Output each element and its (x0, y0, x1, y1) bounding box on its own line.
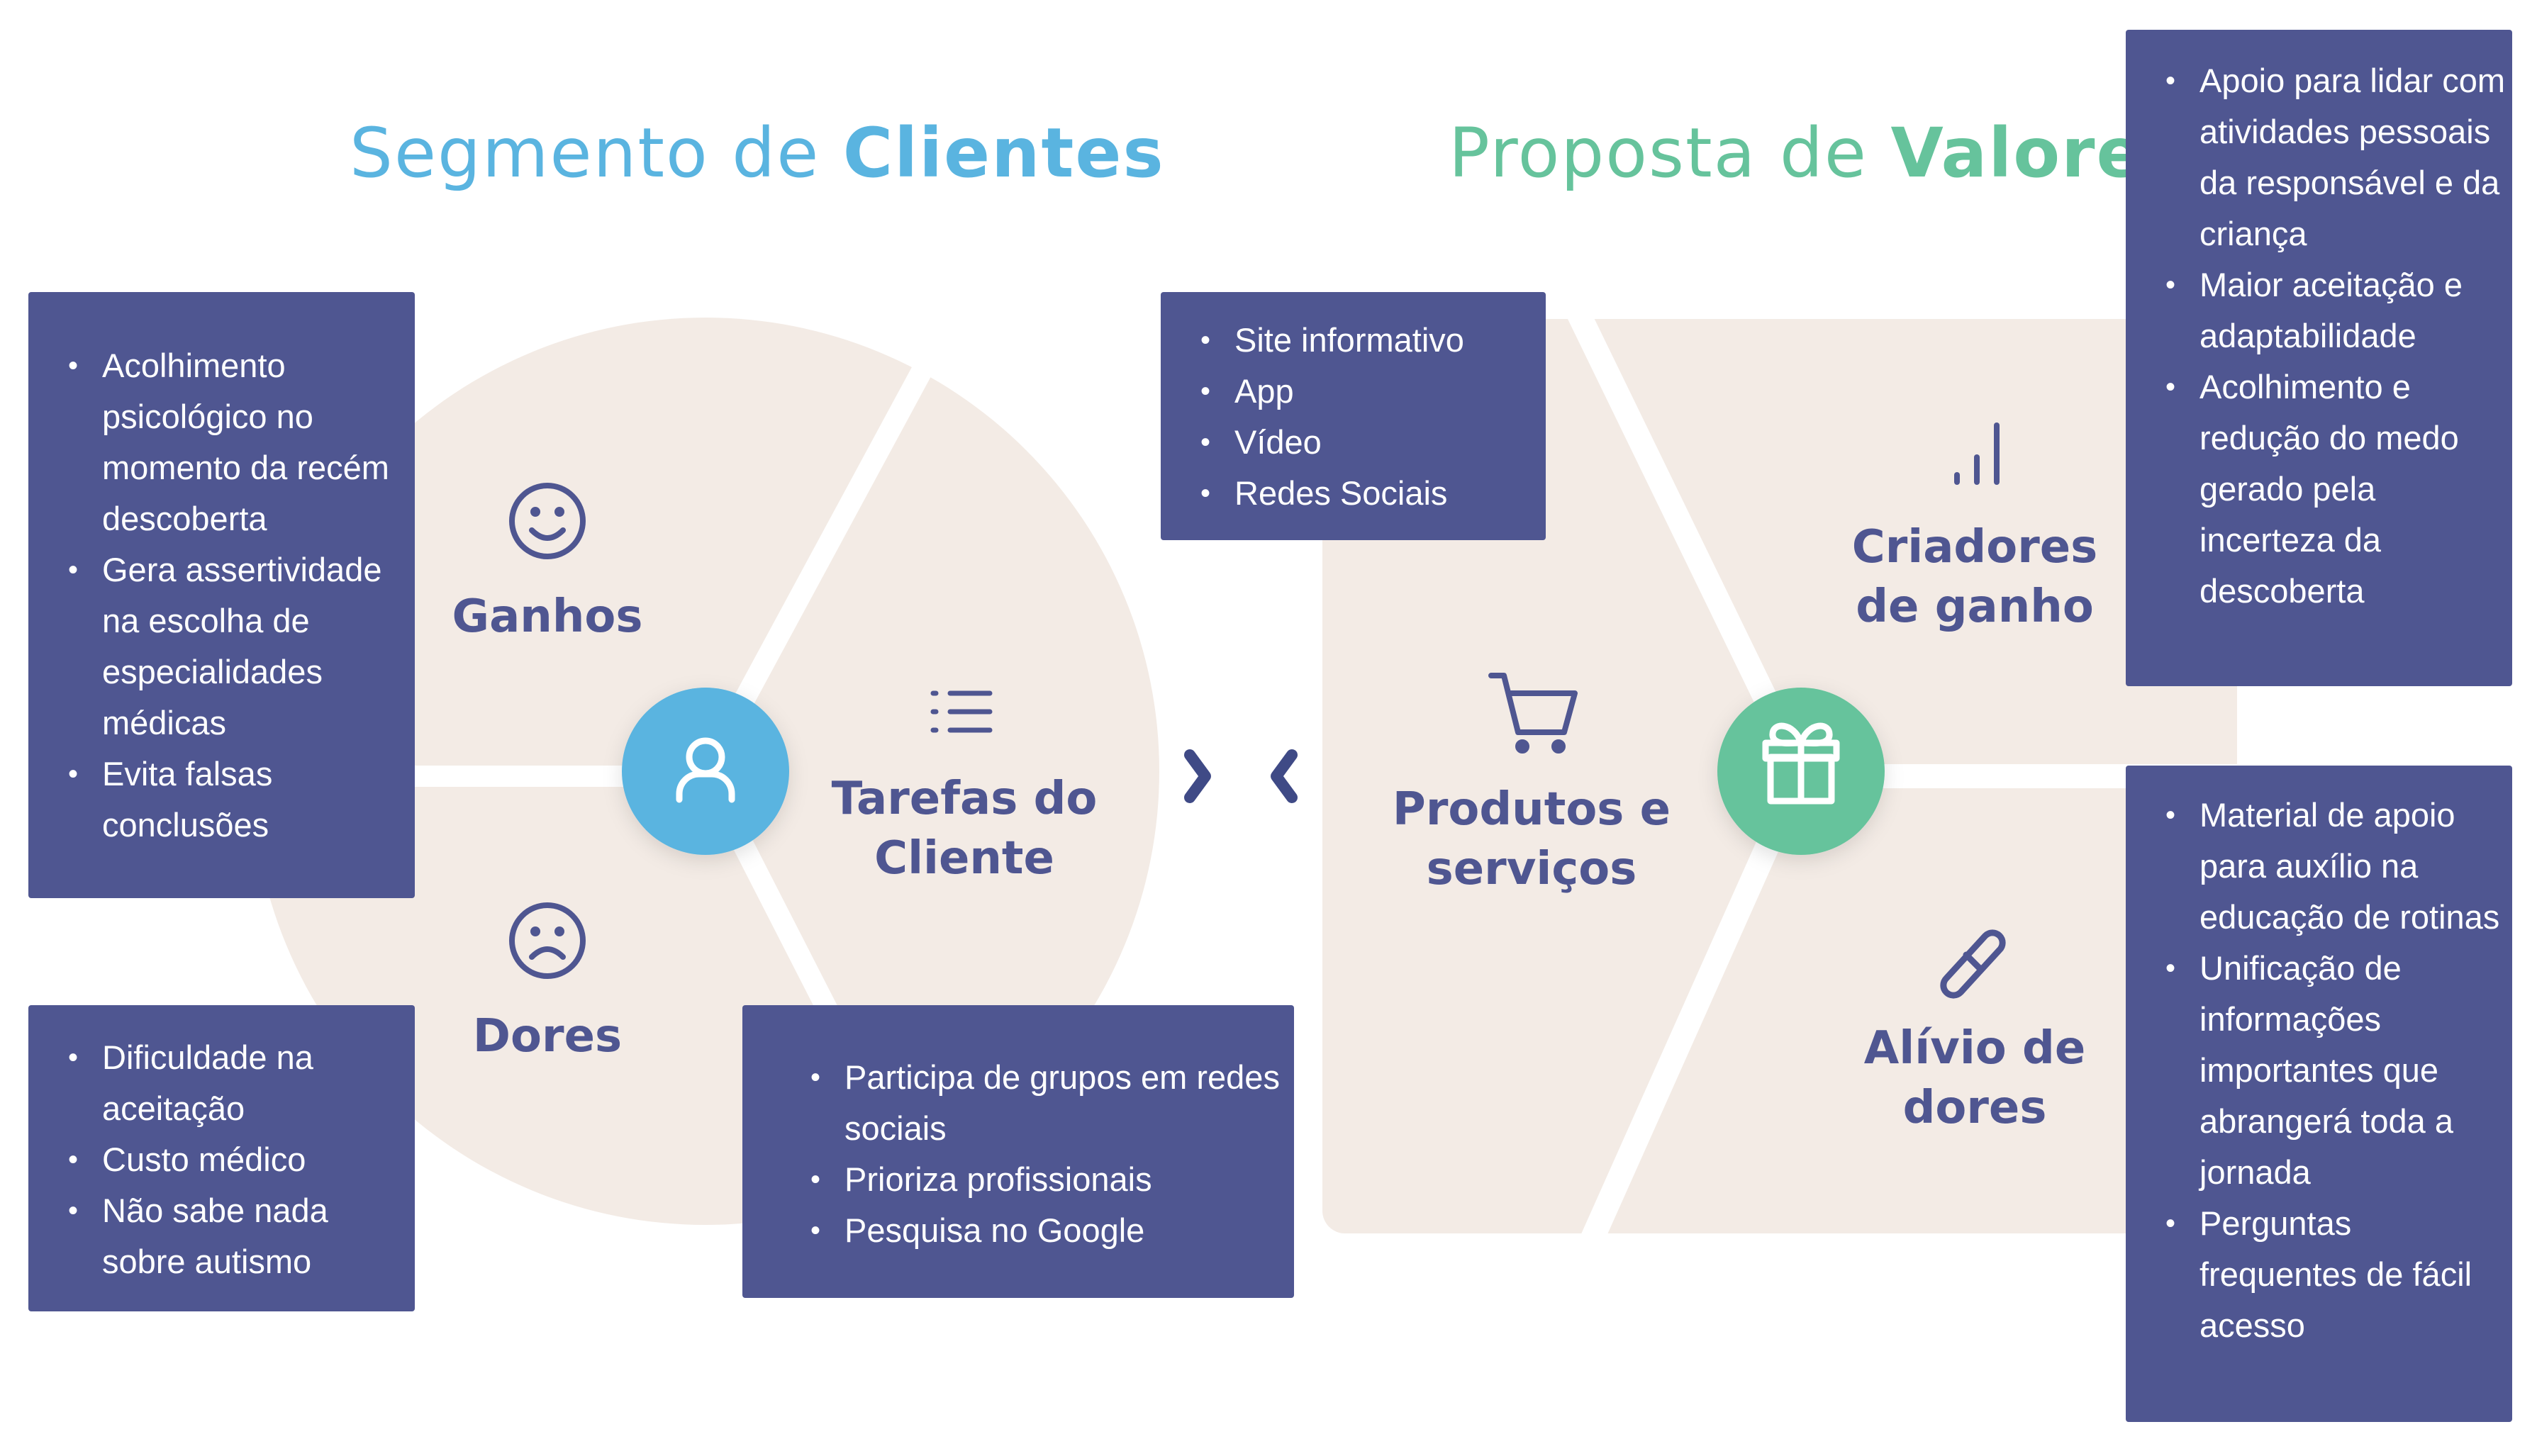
box-pains: Dificuldade na aceitação Custo médico Nã… (28, 1005, 415, 1311)
pains-list: Dificuldade na aceitação Custo médico Nã… (28, 1032, 394, 1287)
box-products: Site informativo App Vídeo Redes Sociais (1161, 292, 1546, 540)
list-item: Perguntas frequentes de fácil acesso (2126, 1198, 2512, 1351)
products-line1: Produtos e (1392, 783, 1671, 836)
list-item: Dificuldade na aceitação (28, 1032, 394, 1134)
label-gain-creators: Criadores de ganho (1844, 517, 2106, 637)
list-item: Prioriza profissionais (771, 1154, 1294, 1205)
title-right-light: Proposta de (1449, 113, 1891, 193)
box-jobs: Participa de grupos em redes sociais Pri… (742, 1005, 1294, 1298)
title-value-proposition: Proposta de Valores (1449, 119, 2186, 187)
list-item: Vídeo (1161, 417, 1546, 468)
smile-icon (509, 483, 586, 559)
label-pain-relievers: Alívio de dores (1844, 1019, 2106, 1138)
products-line2: serviços (1426, 843, 1637, 895)
box-pain-relievers: Material de apoio para auxílio na educaç… (2126, 766, 2512, 1422)
list-item: Maior aceitação e adaptabilidade (2126, 259, 2512, 362)
list-item: Site informativo (1161, 315, 1546, 366)
title-left-light: Segmento de (350, 113, 843, 193)
list-item: Não sabe nada sobre autismo (28, 1185, 394, 1287)
cart-icon (1488, 673, 1578, 754)
list-item: Pesquisa no Google (771, 1205, 1294, 1256)
list-icon (930, 690, 993, 733)
list-item: App (1161, 366, 1546, 417)
jobs-line1: Tarefas do (831, 773, 1098, 825)
gains-text: Ganhos (452, 590, 643, 643)
list-item: Unificação de informações importantes qu… (2126, 943, 2512, 1198)
pains-text: Dores (472, 1010, 623, 1063)
gains-list: Acolhimento psicológico no momento da re… (28, 340, 415, 851)
bar-chart-icon (1954, 422, 2000, 485)
list-item: Acolhimento psicológico no momento da re… (28, 340, 415, 544)
label-gains: Ganhos (441, 587, 654, 646)
user-icon (676, 737, 735, 803)
pain-relievers-line2: dores (1902, 1082, 2047, 1134)
list-item: Acolhimento e redução do medo gerado pel… (2126, 362, 2512, 617)
box-gains: Acolhimento psicológico no momento da re… (28, 292, 415, 898)
products-list: Site informativo App Vídeo Redes Sociais (1161, 315, 1546, 519)
pill-icon (1940, 929, 2006, 999)
pain-relievers-list: Material de apoio para auxílio na educaç… (2126, 790, 2512, 1351)
list-item: Custo médico (28, 1134, 394, 1185)
list-item: Apoio para lidar com atividades pessoais… (2126, 55, 2512, 259)
title-left-bold: Clientes (842, 113, 1165, 193)
list-item: Participa de grupos em redes sociais (771, 1052, 1294, 1154)
title-customer-segment: Segmento de Clientes (350, 119, 1165, 187)
list-item: Material de apoio para auxílio na educaç… (2126, 790, 2512, 943)
list-item: Redes Sociais (1161, 468, 1546, 519)
label-pains: Dores (441, 1007, 654, 1066)
list-item: Gera assertividade na escolha de especia… (28, 544, 415, 749)
gain-creators-line2: de ganho (1856, 581, 2094, 633)
pain-relievers-line1: Alívio de (1863, 1022, 2086, 1075)
gift-icon (1762, 722, 1840, 805)
sad-face-icon (509, 902, 586, 979)
list-item: Evita falsas conclusões (28, 749, 415, 851)
label-products: Produtos e serviços (1383, 780, 1680, 899)
arrow-left-icon (1271, 749, 1298, 803)
box-gain-creators: Apoio para lidar com atividades pessoais… (2126, 30, 2512, 686)
jobs-line2: Cliente (874, 832, 1054, 885)
gain-creators-line1: Criadores (1851, 521, 2098, 573)
label-jobs: Tarefas do Cliente (815, 769, 1113, 888)
gain-creators-list: Apoio para lidar com atividades pessoais… (2126, 55, 2512, 617)
arrow-right-icon (1184, 749, 1211, 803)
jobs-list: Participa de grupos em redes sociais Pri… (771, 1052, 1294, 1256)
